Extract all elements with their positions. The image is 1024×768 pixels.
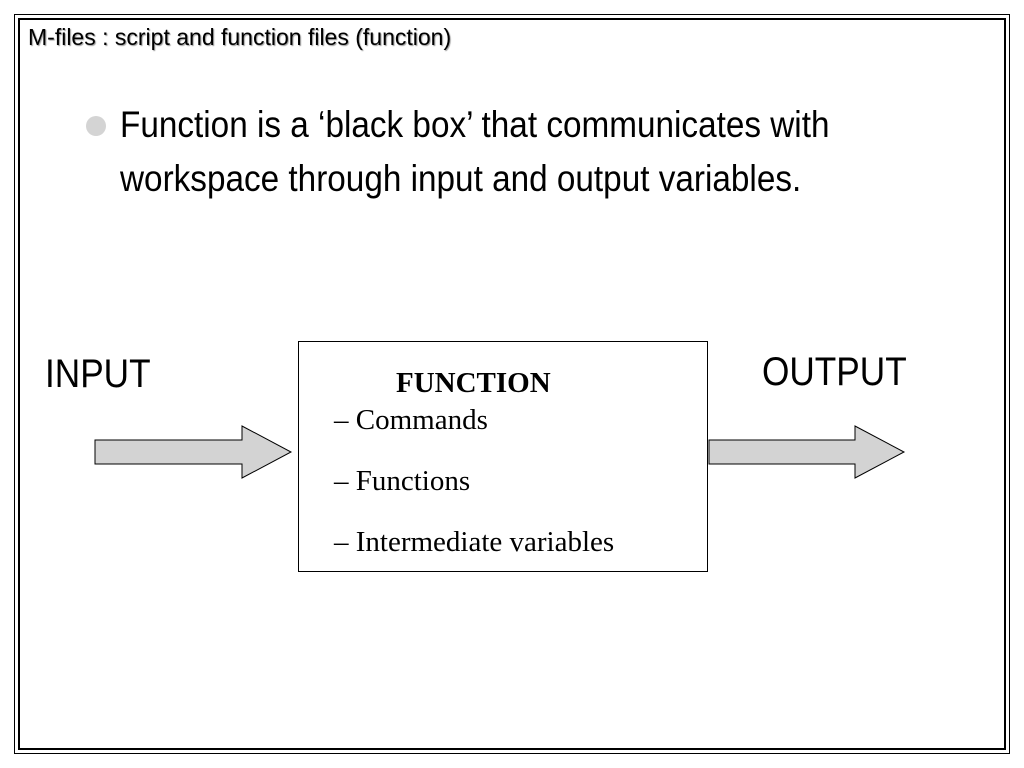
slide-title: M-files : script and function files (fun… xyxy=(28,24,452,50)
output-arrow-icon xyxy=(708,425,906,479)
bullet-text: Function is a ‘black box’ that communica… xyxy=(120,104,830,199)
function-box-item-commands: – Commands xyxy=(334,404,488,436)
function-box-item-functions: – Functions xyxy=(334,465,471,497)
slide-frame-outer xyxy=(14,14,1010,754)
input-label: INPUT xyxy=(45,352,151,396)
output-label: OUTPUT xyxy=(762,350,907,394)
slide-frame-inner xyxy=(18,18,1006,750)
function-box-item-intermediate-variables: – Intermediate variables xyxy=(334,526,615,558)
function-box: FUNCTION – Commands – Functions – Interm… xyxy=(298,341,708,572)
function-box-title: FUNCTION xyxy=(396,367,551,399)
input-arrow-icon xyxy=(94,425,293,479)
bullet-dot-icon xyxy=(86,116,106,136)
